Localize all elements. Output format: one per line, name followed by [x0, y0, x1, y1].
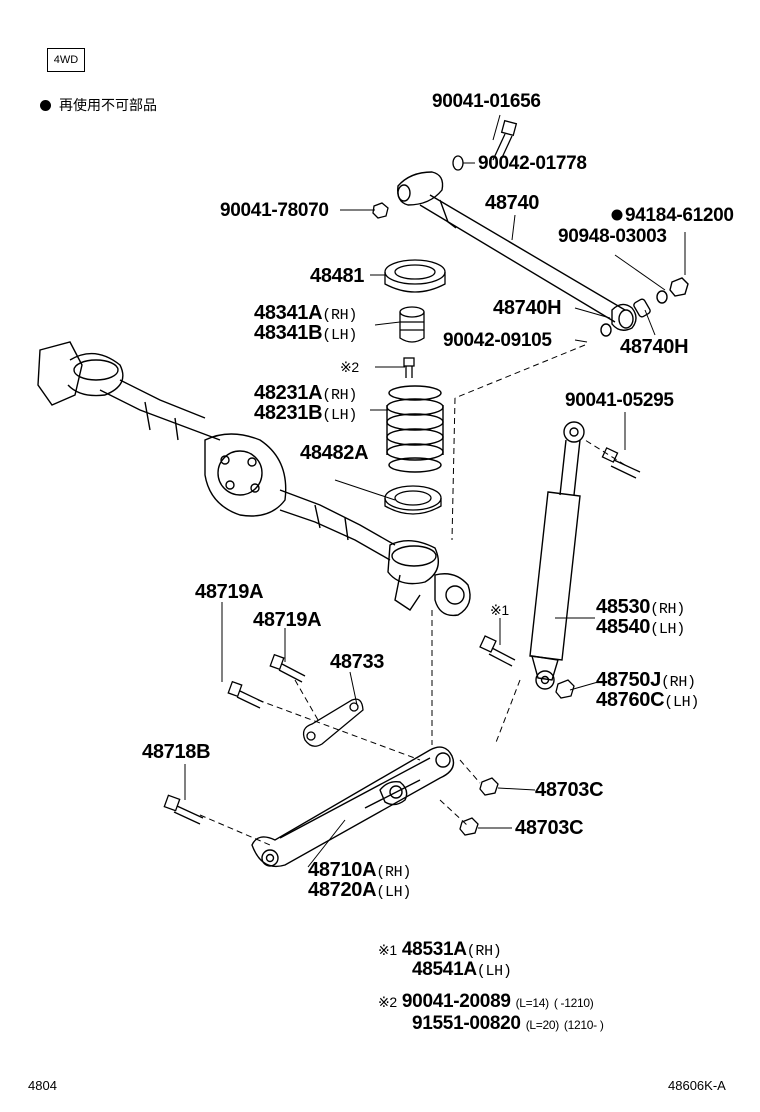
- legend: 再使用不可部品: [40, 95, 157, 115]
- label-ref2: ※2: [340, 359, 359, 375]
- label-48733: 48733: [330, 651, 385, 673]
- bolt-48718b: [163, 794, 204, 825]
- stopper-bolt: [403, 357, 415, 378]
- label-ref1: ※1: [490, 602, 509, 618]
- label-94184-61200: 94184-61200: [625, 205, 734, 226]
- non-reusable-dot-icon: [40, 100, 51, 111]
- label-48341a: 48341A(RH): [254, 302, 358, 324]
- label-48719a-2: 48719A: [253, 609, 322, 631]
- footer-figure-code: 48606K-A: [668, 1078, 726, 1093]
- label-90041-78070: 90041-78070: [220, 200, 329, 221]
- label-48540: 48540(LH): [596, 616, 685, 638]
- footer-page-code: 4804: [28, 1078, 57, 1093]
- shock-upper-bolt: [601, 447, 641, 479]
- shock-lower-bolt: [479, 635, 516, 667]
- bolt-48719a-2: [227, 680, 264, 709]
- label-48341b: 48341B(LH): [254, 322, 358, 344]
- leader-lines: [184, 114, 686, 868]
- label-48482a: 48482A: [300, 442, 369, 464]
- label-48530: 48530(RH): [596, 596, 685, 618]
- note-1b: 48541A(LH): [412, 959, 512, 980]
- note-2b: 91551-00820 (L=20) (1210- ): [412, 1013, 604, 1034]
- label-48703c-b: 48703C: [515, 817, 584, 839]
- label-48231a: 48231A(RH): [254, 382, 358, 404]
- label-48720a: 48720A(LH): [308, 879, 412, 901]
- lateral-rod: [302, 698, 364, 747]
- nut-left: [372, 202, 389, 219]
- washer-top: [452, 155, 464, 171]
- label-90042-09105: 90042-09105: [443, 330, 552, 351]
- upper-control-arm: [397, 171, 689, 337]
- nut-48703c-a: [479, 777, 499, 796]
- coil-spring: [386, 385, 444, 473]
- label-48719a-1: 48719A: [195, 581, 264, 603]
- label-90042-01778: 90042-01778: [478, 153, 587, 174]
- label-48718b: 48718B: [142, 741, 211, 763]
- spring-seat-upper: [384, 259, 446, 293]
- bolt-48719a-1: [269, 653, 306, 683]
- shock-absorber: [529, 421, 585, 690]
- legend-text: 再使用不可部品: [59, 97, 157, 113]
- rear-axle-housing: [37, 341, 471, 617]
- bump-stopper: [399, 306, 425, 343]
- label-90041-01656: 90041-01656: [432, 91, 541, 112]
- label-48740h-a: 48740H: [493, 297, 562, 319]
- lower-control-arm: [251, 746, 455, 868]
- label-90041-05295: 90041-05295: [565, 390, 674, 411]
- label-48740: 48740: [485, 192, 540, 214]
- label-90948-03003: 90948-03003: [558, 226, 667, 247]
- bolt-top: [492, 119, 518, 163]
- label-48750j: 48750J(RH): [596, 669, 696, 691]
- shock-nut: [555, 679, 575, 699]
- nut-48703c-b: [459, 817, 479, 836]
- label-48481: 48481: [310, 265, 365, 287]
- label-48740h-b: 48740H: [620, 336, 689, 358]
- label-48231b: 48231B(LH): [254, 402, 358, 424]
- drive-badge: 4WD: [47, 48, 85, 72]
- label-48703c-a: 48703C: [535, 779, 604, 801]
- spring-seat-lower: [384, 485, 442, 515]
- label-48710a: 48710A(RH): [308, 859, 412, 881]
- assembly-lines: [199, 344, 626, 846]
- note-1: ※1 48531A(RH): [378, 939, 502, 960]
- note-2: ※2 90041-20089 (L=14) ( -1210): [378, 991, 594, 1012]
- label-48760c: 48760C(LH): [596, 689, 700, 711]
- non-reusable-dot-icon: [611, 209, 623, 221]
